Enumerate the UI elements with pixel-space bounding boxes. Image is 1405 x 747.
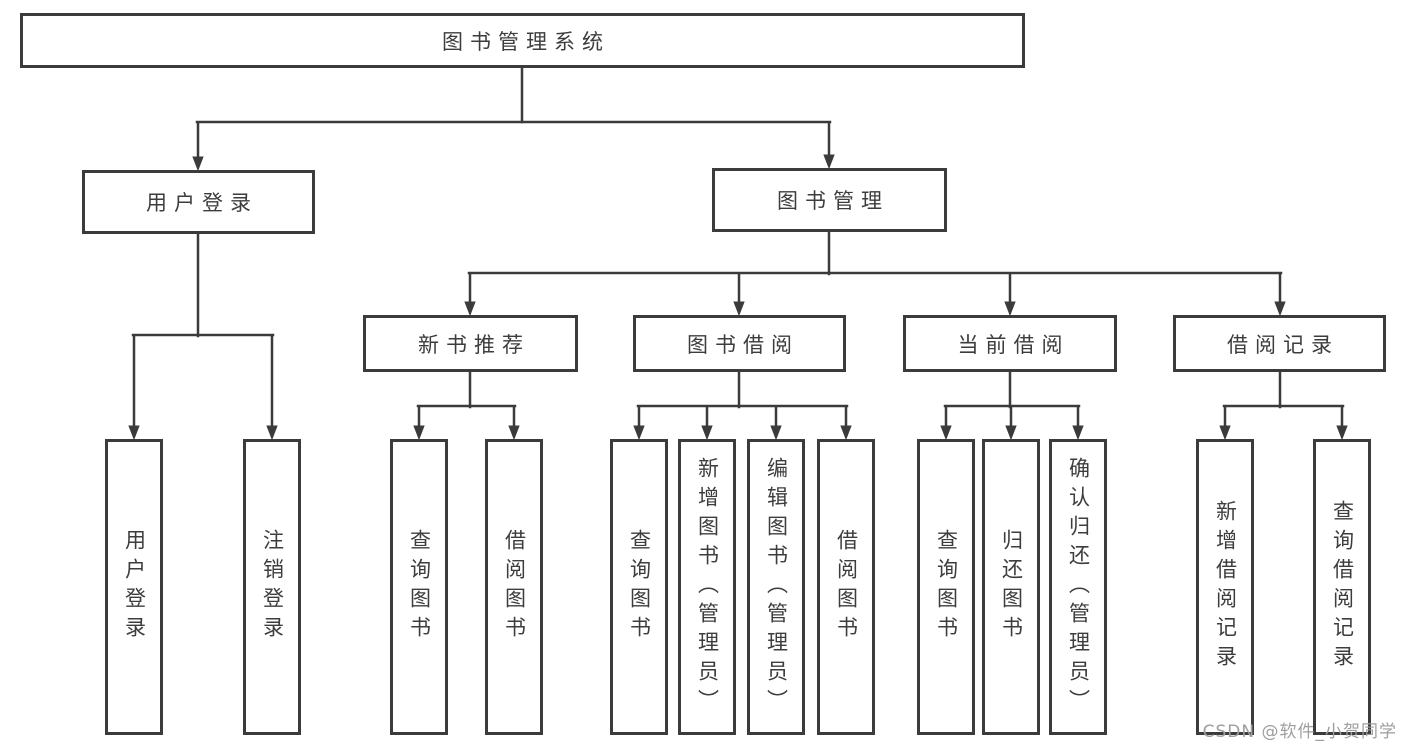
leaf-borrowing-edit-books-admin: 编辑图书（管理员） bbox=[747, 439, 805, 735]
leaf-label: 新增图书（管理员） bbox=[695, 456, 720, 718]
leaf-borrowing-add-books-admin: 新增图书（管理员） bbox=[678, 439, 736, 735]
leaf-borrowing-borrow-books: 借阅图书 bbox=[817, 439, 875, 735]
leaf-user-login: 用户登录 bbox=[105, 439, 163, 735]
node-user-login: 用户登录 bbox=[82, 170, 315, 234]
node-borrowing-records: 借阅记录 bbox=[1173, 315, 1386, 372]
leaf-label: 新增借阅记录 bbox=[1213, 500, 1238, 674]
node-label: 图书管理系统 bbox=[442, 29, 610, 54]
leaf-current-query-books: 查询图书 bbox=[917, 439, 975, 735]
leaf-label: 查询图书 bbox=[934, 529, 959, 645]
leaf-label: 注销登录 bbox=[260, 529, 285, 645]
leaf-label: 编辑图书（管理员） bbox=[764, 456, 789, 718]
leaf-recommend-borrow-books: 借阅图书 bbox=[485, 439, 543, 735]
leaf-label: 查询借阅记录 bbox=[1330, 500, 1355, 674]
leaf-recommend-query-books: 查询图书 bbox=[390, 439, 448, 735]
leaf-label: 借阅图书 bbox=[834, 529, 859, 645]
leaf-label: 查询图书 bbox=[627, 529, 652, 645]
leaf-label: 查询图书 bbox=[407, 529, 432, 645]
node-label: 当前借阅 bbox=[957, 332, 1070, 357]
node-label: 用户登录 bbox=[146, 191, 258, 215]
leaf-logout: 注销登录 bbox=[243, 439, 301, 735]
node-book-management: 图书管理 bbox=[712, 168, 947, 232]
node-current-borrowing: 当前借阅 bbox=[903, 315, 1117, 372]
leaf-current-confirm-return-admin: 确认归还（管理员） bbox=[1049, 439, 1107, 735]
leaf-label: 用户登录 bbox=[122, 529, 147, 645]
node-label: 图书管理 bbox=[777, 189, 889, 213]
node-library-management-system: 图书管理系统 bbox=[20, 13, 1025, 68]
node-label: 新书推荐 bbox=[418, 332, 530, 357]
node-book-borrowing: 图书借阅 bbox=[633, 315, 846, 372]
csdn-watermark: CSDN @软件_小贺同学 bbox=[1202, 722, 1397, 742]
leaf-records-query-borrow-record: 查询借阅记录 bbox=[1313, 439, 1371, 735]
leaf-label: 确认归还（管理员） bbox=[1066, 456, 1091, 718]
leaf-borrowing-query-books: 查询图书 bbox=[610, 439, 668, 735]
node-label: 图书借阅 bbox=[687, 332, 799, 357]
leaf-current-return-books: 归还图书 bbox=[982, 439, 1040, 735]
node-new-book-recommend: 新书推荐 bbox=[363, 315, 578, 372]
leaf-label: 借阅图书 bbox=[502, 529, 527, 645]
leaf-records-add-borrow-record: 新增借阅记录 bbox=[1196, 439, 1254, 735]
node-label: 借阅记录 bbox=[1227, 332, 1339, 357]
leaf-label: 归还图书 bbox=[999, 529, 1024, 645]
